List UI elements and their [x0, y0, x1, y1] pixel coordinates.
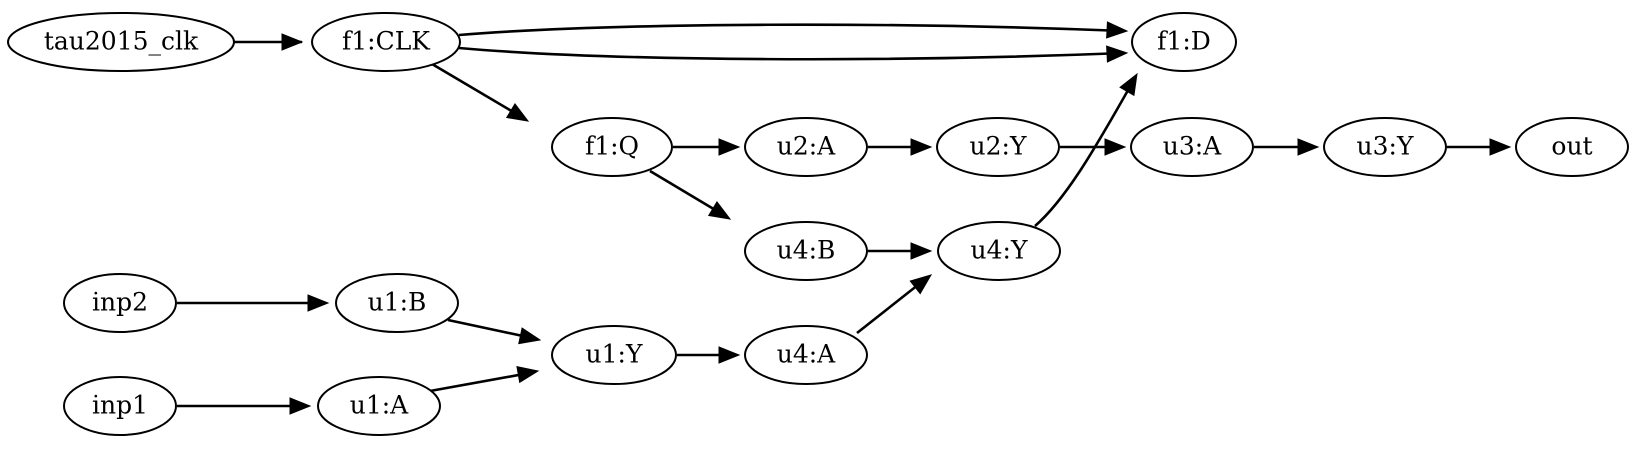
- arrowhead-e9: [1489, 138, 1512, 156]
- arrowhead-e16: [516, 365, 540, 384]
- arrowhead-e17: [718, 346, 741, 364]
- arrowhead-e6: [910, 138, 933, 156]
- node-ellipse-inp1: [63, 376, 177, 436]
- node-ellipse-inp2: [63, 273, 177, 333]
- graph-node-out[interactable]: out: [1515, 117, 1629, 177]
- graph-node-u1_Y[interactable]: u1:Y: [551, 325, 677, 385]
- node-ellipse-f1_Q: [551, 117, 673, 177]
- arrowhead-e15: [289, 397, 312, 415]
- graph-node-f1_D[interactable]: f1:D: [1131, 12, 1237, 72]
- arrowhead-e8: [1297, 138, 1320, 156]
- node-ellipse-tau2015_clk: [7, 12, 235, 72]
- node-ellipse-u1_A: [317, 376, 441, 436]
- edge-f1_CLK-to-f1_D: [458, 23, 1125, 37]
- node-ellipse-u4_A: [744, 325, 868, 385]
- arrowhead-e13: [307, 294, 330, 312]
- edge-f1_CLK-to-f1_Q: [431, 62, 526, 121]
- arrowhead-e10: [707, 200, 732, 220]
- arrowhead-e18: [909, 274, 933, 295]
- node-ellipse-f1_D: [1131, 12, 1237, 72]
- arrowhead-e3: [1106, 45, 1129, 63]
- arrowhead-e2: [1106, 21, 1129, 39]
- graph-node-inp1[interactable]: inp1: [63, 376, 177, 436]
- node-ellipse-out: [1515, 117, 1629, 177]
- graph-node-u1_A[interactable]: u1:A: [317, 376, 441, 436]
- edge-u4_Y-to-f1_D: [1034, 77, 1137, 227]
- nodes-layer: tau2015_clk f1:CLK f1:D f1:Q u2:A u2:Y u3:A u3:…: [7, 12, 1629, 436]
- node-ellipse-u4_B: [744, 221, 868, 281]
- node-ellipse-u3_Y: [1323, 117, 1447, 177]
- node-ellipse-u2_A: [744, 117, 868, 177]
- node-ellipse-u1_B: [335, 273, 459, 333]
- graph-node-tau2015_clk[interactable]: tau2015_clk: [7, 12, 235, 72]
- node-ellipse-u4_Y: [937, 221, 1061, 281]
- arrowhead-e5: [718, 138, 741, 156]
- arrowhead-e11: [910, 242, 933, 260]
- node-ellipse-f1_CLK: [311, 12, 461, 72]
- arrowhead-e7: [1104, 138, 1127, 156]
- arrowhead-e12: [1119, 72, 1138, 97]
- graph-node-u4_Y[interactable]: u4:Y: [937, 221, 1061, 281]
- arrowheads-layer: [281, 21, 1512, 415]
- node-ellipse-u3_A: [1130, 117, 1254, 177]
- graph-node-inp2[interactable]: inp2: [63, 273, 177, 333]
- edge-f1_CLK-to-f1_D: [458, 46, 1125, 61]
- graph-node-u3_A[interactable]: u3:A: [1130, 117, 1254, 177]
- node-ellipse-u1_Y: [551, 325, 677, 385]
- graph-node-f1_Q[interactable]: f1:Q: [551, 117, 673, 177]
- arrowhead-e14: [518, 327, 542, 345]
- arrowhead-e4: [505, 102, 530, 122]
- graph-node-u3_Y[interactable]: u3:Y: [1323, 117, 1447, 177]
- graph-node-u2_A[interactable]: u2:A: [744, 117, 868, 177]
- graph-node-f1_CLK[interactable]: f1:CLK: [311, 12, 461, 72]
- edge-u1_A-to-u1_Y: [429, 370, 536, 393]
- graph-node-u4_B[interactable]: u4:B: [744, 221, 868, 281]
- node-ellipse-u2_Y: [936, 117, 1060, 177]
- graph-node-u2_Y[interactable]: u2:Y: [936, 117, 1060, 177]
- graph-node-u1_B[interactable]: u1:B: [335, 273, 459, 333]
- graph-node-u4_A[interactable]: u4:A: [744, 325, 868, 385]
- arrowhead-e1: [281, 33, 304, 51]
